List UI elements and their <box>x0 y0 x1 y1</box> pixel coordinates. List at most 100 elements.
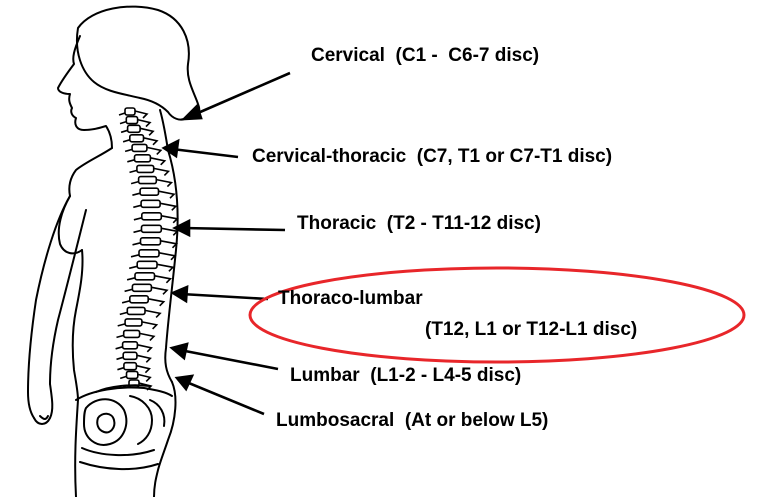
spinous-process <box>161 215 179 224</box>
spinous-process <box>138 382 153 391</box>
transverse-process <box>120 129 128 134</box>
arrowhead-lumbar <box>169 342 189 361</box>
arrowhead-cervical-thoracic <box>161 138 180 159</box>
spinous-process <box>144 309 162 318</box>
label-cervical-thoracic-range: (C7, T1 or C7-T1 disc) <box>416 146 613 167</box>
label-lumbosacral: Lumbosacral (At or below L5) <box>276 411 548 430</box>
transverse-process <box>117 323 126 327</box>
label-lumbar-name: Lumbar <box>290 365 360 386</box>
spinous-process <box>160 240 179 249</box>
vertebra <box>136 260 158 270</box>
spinous-process <box>158 190 176 199</box>
body-silhouette <box>27 5 201 497</box>
spinous-process <box>153 167 171 176</box>
label-cervical-name: Cervical <box>311 45 385 66</box>
vertebra <box>139 237 162 246</box>
transverse-process <box>130 180 139 185</box>
arrowhead-cervical <box>180 103 203 121</box>
label-cervical: Cervical (C1 - C6-7 disc) <box>311 46 539 65</box>
label-lumbar: Lumbar (L1-2 - L4-5 disc) <box>290 366 521 385</box>
spinous-process <box>150 157 167 166</box>
vertebra <box>131 143 148 153</box>
transverse-process <box>132 192 141 196</box>
spinous-process <box>134 110 149 119</box>
transverse-process <box>119 120 127 125</box>
transverse-process <box>119 311 128 316</box>
arrowhead-thoracic <box>172 218 191 238</box>
transverse-process <box>129 169 138 174</box>
spinous-process <box>156 263 175 272</box>
vertebra <box>121 340 139 350</box>
spinous-process <box>146 146 163 155</box>
vertebra <box>136 164 155 174</box>
vertebra <box>129 134 145 143</box>
arrow-lumbosacral <box>183 379 265 416</box>
vertebra <box>123 361 138 371</box>
vertebra <box>126 306 146 316</box>
vertebra <box>129 294 150 304</box>
transverse-process <box>118 112 126 116</box>
spinous-process <box>148 298 166 307</box>
vertebra <box>124 318 143 327</box>
transverse-process <box>133 204 142 209</box>
highlight-ellipse <box>248 266 746 364</box>
spinous-process <box>137 344 153 353</box>
vertebra <box>140 224 163 234</box>
transverse-process <box>121 300 131 304</box>
vertebra <box>140 199 161 209</box>
arrow-cervical-thoracic <box>171 147 239 159</box>
spinous-process <box>139 332 156 341</box>
vertebra <box>134 271 156 281</box>
label-thoraco-lumbar-name: Thoraco-lumbar <box>278 289 423 308</box>
transverse-process <box>132 242 141 246</box>
spinous-process <box>137 118 152 128</box>
transverse-process <box>122 139 131 143</box>
vertebra <box>125 115 139 125</box>
spine <box>115 107 179 391</box>
vertebra <box>125 370 139 380</box>
label-cervical-range: (C1 - C6-7 disc) <box>395 45 540 66</box>
arrow-cervical <box>190 71 291 118</box>
label-lumbosacral-name: Lumbosacral <box>276 410 395 431</box>
spinous-process <box>143 137 159 146</box>
spinous-process <box>161 227 179 236</box>
vertebra <box>122 329 141 339</box>
transverse-process <box>119 375 127 380</box>
label-thoraco-lumbar-range: (T12, L1 or T12-L1 disc) <box>425 320 637 339</box>
vertebra <box>126 124 141 134</box>
arrowhead-lumbosacral <box>174 374 195 392</box>
transverse-process <box>126 277 136 281</box>
spinous-process <box>156 178 174 188</box>
label-thoracic: Thoracic (T2 - T11-12 disc) <box>297 214 541 233</box>
vertebra <box>122 351 138 361</box>
vertebra <box>131 283 153 293</box>
transverse-process <box>115 346 123 350</box>
arrowhead-thoraco-lumbar <box>170 284 189 304</box>
transverse-process <box>116 356 124 361</box>
spinous-process <box>136 354 152 363</box>
label-thoraco-lumbar-name-text: Thoraco-lumbar <box>278 288 423 309</box>
arrow-thoracic <box>182 226 286 232</box>
transverse-process <box>133 217 142 221</box>
label-cervical-thoracic: Cervical-thoracic (C7, T1 or C7-T1 disc) <box>252 147 612 166</box>
arrow-lumbar <box>179 348 279 371</box>
spinous-process <box>136 364 151 374</box>
transverse-process <box>129 265 138 270</box>
spinous-process <box>141 321 159 330</box>
transverse-process <box>122 384 130 388</box>
vertebra <box>138 249 160 258</box>
transverse-process <box>133 229 142 234</box>
vertebra <box>139 187 160 196</box>
spinous-process <box>154 275 173 284</box>
transverse-process <box>116 334 124 339</box>
label-lumbosacral-range: (At or below L5) <box>404 410 549 431</box>
vertebra <box>141 212 163 221</box>
transverse-process <box>130 254 140 258</box>
label-cervical-thoracic-name: Cervical-thoracic <box>252 146 407 167</box>
spinous-process <box>158 252 177 261</box>
label-thoracic-name: Thoracic <box>297 213 377 234</box>
vertebra <box>133 154 152 163</box>
transverse-process <box>124 148 133 153</box>
spinous-process <box>137 373 152 382</box>
